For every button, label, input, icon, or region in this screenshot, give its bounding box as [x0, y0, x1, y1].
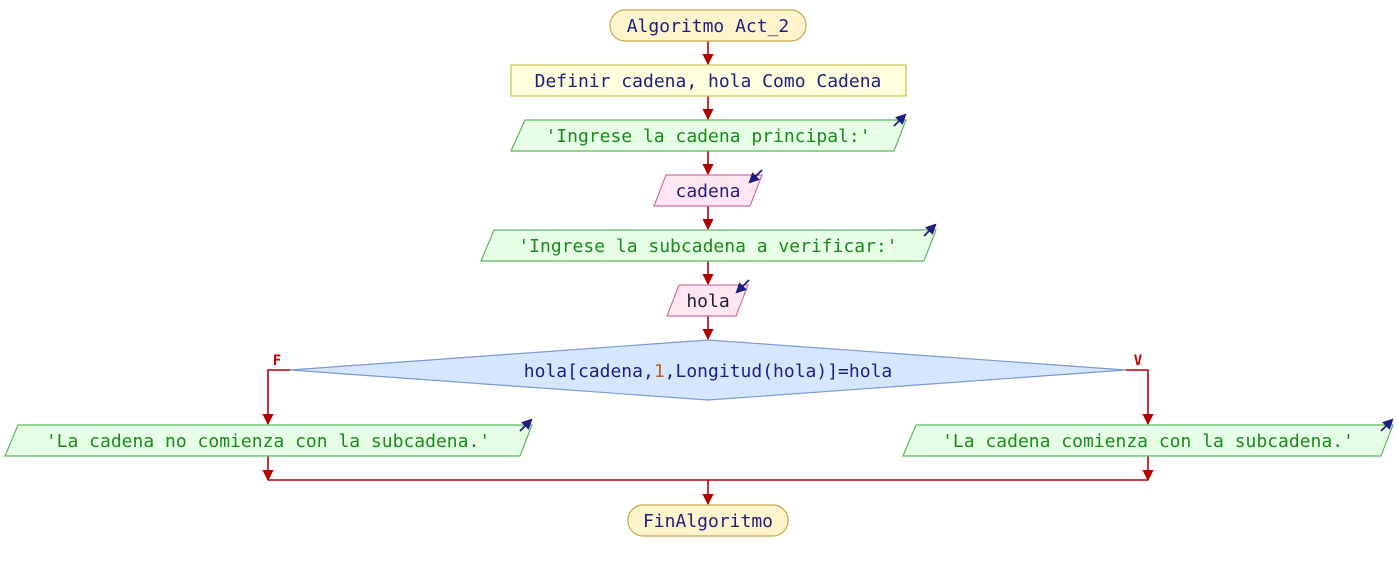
define-label: Definir cadena, hola Como Cadena [535, 71, 882, 92]
input-cadena-node: cadena [653, 169, 763, 207]
decision-label: hola[cadena,1,Longitud(hola)]=hola [524, 361, 892, 382]
output-false-label: 'La cadena no comienza con la subcadena.… [46, 431, 490, 452]
decision-label-part3: ,Longitud(hola)]=hola [665, 361, 893, 382]
output-sub-label: 'Ingrese la subcadena a verificar:' [518, 236, 897, 257]
true-branch-label: V [1134, 353, 1143, 369]
output-arrow-icon [893, 113, 907, 127]
edge-decision-true [1126, 369, 1154, 426]
input-cadena-label: cadena [675, 181, 740, 202]
input-hola-label: hola [686, 291, 729, 312]
false-branch-label: F [273, 353, 281, 369]
output-sub-node: 'Ingrese la subcadena a verificar:' [480, 223, 937, 262]
output-principal-node: 'Ingrese la cadena principal:' [510, 113, 907, 152]
input-arrow-icon [735, 279, 750, 294]
output-false-node: 'La cadena no comienza con la subcadena.… [4, 418, 533, 457]
end-label: FinAlgoritmo [643, 511, 773, 532]
start-label: Algoritmo Act_2 [627, 16, 790, 37]
decision-label-part1: hola[cadena, [524, 361, 654, 382]
input-hola-node: hola [666, 279, 750, 317]
decision-label-number: 1 [654, 361, 665, 382]
input-arrow-icon [748, 169, 763, 184]
output-arrow-icon [519, 418, 533, 432]
connectors [262, 41, 1154, 506]
output-arrow-icon [1380, 418, 1394, 432]
define-node: Definir cadena, hola Como Cadena [510, 64, 907, 97]
end-node: FinAlgoritmo [627, 504, 789, 537]
output-arrow-icon [923, 223, 937, 237]
output-true-label: 'La cadena comienza con la subcadena.' [942, 431, 1354, 452]
decision-node: hola[cadena,1,Longitud(hola)]=hola [289, 339, 1127, 401]
output-principal-label: 'Ingrese la cadena principal:' [545, 126, 870, 147]
start-node: Algoritmo Act_2 [609, 9, 807, 42]
output-true-node: 'La cadena comienza con la subcadena.' [902, 418, 1394, 457]
edge-decision-false [262, 369, 290, 426]
